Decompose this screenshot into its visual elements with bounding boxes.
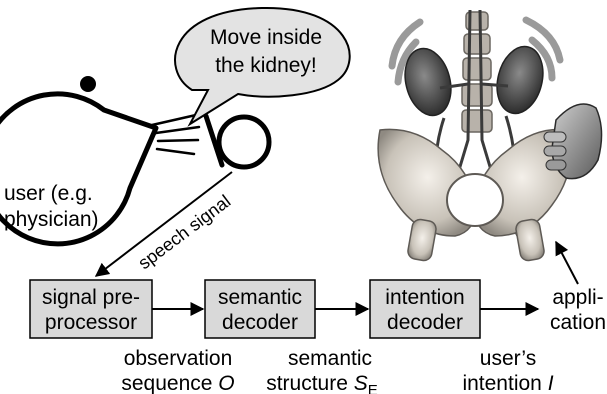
output-intention-symbol: I bbox=[548, 372, 554, 394]
output-observation-sequence: observation sequence O bbox=[121, 347, 234, 394]
svg-text:intention I: intention I bbox=[462, 372, 553, 394]
speech-bubble-line1: Move inside bbox=[210, 26, 322, 49]
output-intention-line1: user’s bbox=[480, 347, 536, 370]
intention-decoder-line2: decoder bbox=[387, 311, 463, 334]
intention-decoder-box: intention decoder bbox=[370, 280, 480, 338]
application-label-line2: cation bbox=[550, 311, 606, 334]
anatomy-render-image bbox=[371, 2, 607, 266]
output-observation-line2: sequence bbox=[121, 372, 212, 394]
output-observation-line1: observation bbox=[124, 347, 233, 370]
output-observation-symbol: O bbox=[218, 372, 234, 394]
semantic-decoder-line1: semantic bbox=[218, 286, 302, 309]
output-semantic-symbol: S bbox=[354, 372, 368, 394]
application-label-line1: appli- bbox=[552, 286, 603, 309]
output-semantic-line2: structure bbox=[266, 372, 348, 394]
svg-text:structure SE: structure SE bbox=[266, 372, 378, 394]
user-label-line1: user (e.g. bbox=[4, 182, 93, 205]
output-semantic-structure: semantic structure SE bbox=[266, 347, 378, 394]
signal-preprocessor-line2: processor bbox=[45, 311, 137, 334]
semantic-decoder-line2: decoder bbox=[222, 311, 298, 334]
semantic-decoder-box: semantic decoder bbox=[205, 280, 315, 338]
signal-preprocessor-line1: signal pre- bbox=[42, 286, 140, 309]
output-user-intention: user’s intention I bbox=[462, 347, 553, 394]
output-semantic-line1: semantic bbox=[288, 347, 372, 370]
microphone-icon bbox=[206, 116, 269, 167]
speech-signal-label: speech signal bbox=[134, 191, 234, 273]
speech-bubble: Move inside the kidney! bbox=[175, 8, 350, 124]
signal-preprocessor-box: signal pre- processor bbox=[30, 280, 152, 338]
intention-decoder-line1: intention bbox=[385, 286, 464, 309]
svg-text:sequence O: sequence O bbox=[121, 372, 234, 394]
user-label-line2: physician) bbox=[4, 208, 99, 231]
output-semantic-subscript: E bbox=[368, 382, 378, 394]
user-eye-icon bbox=[80, 76, 96, 92]
output-intention-line2: intention bbox=[462, 372, 541, 394]
speech-bubble-line2: the kidney! bbox=[215, 54, 317, 77]
